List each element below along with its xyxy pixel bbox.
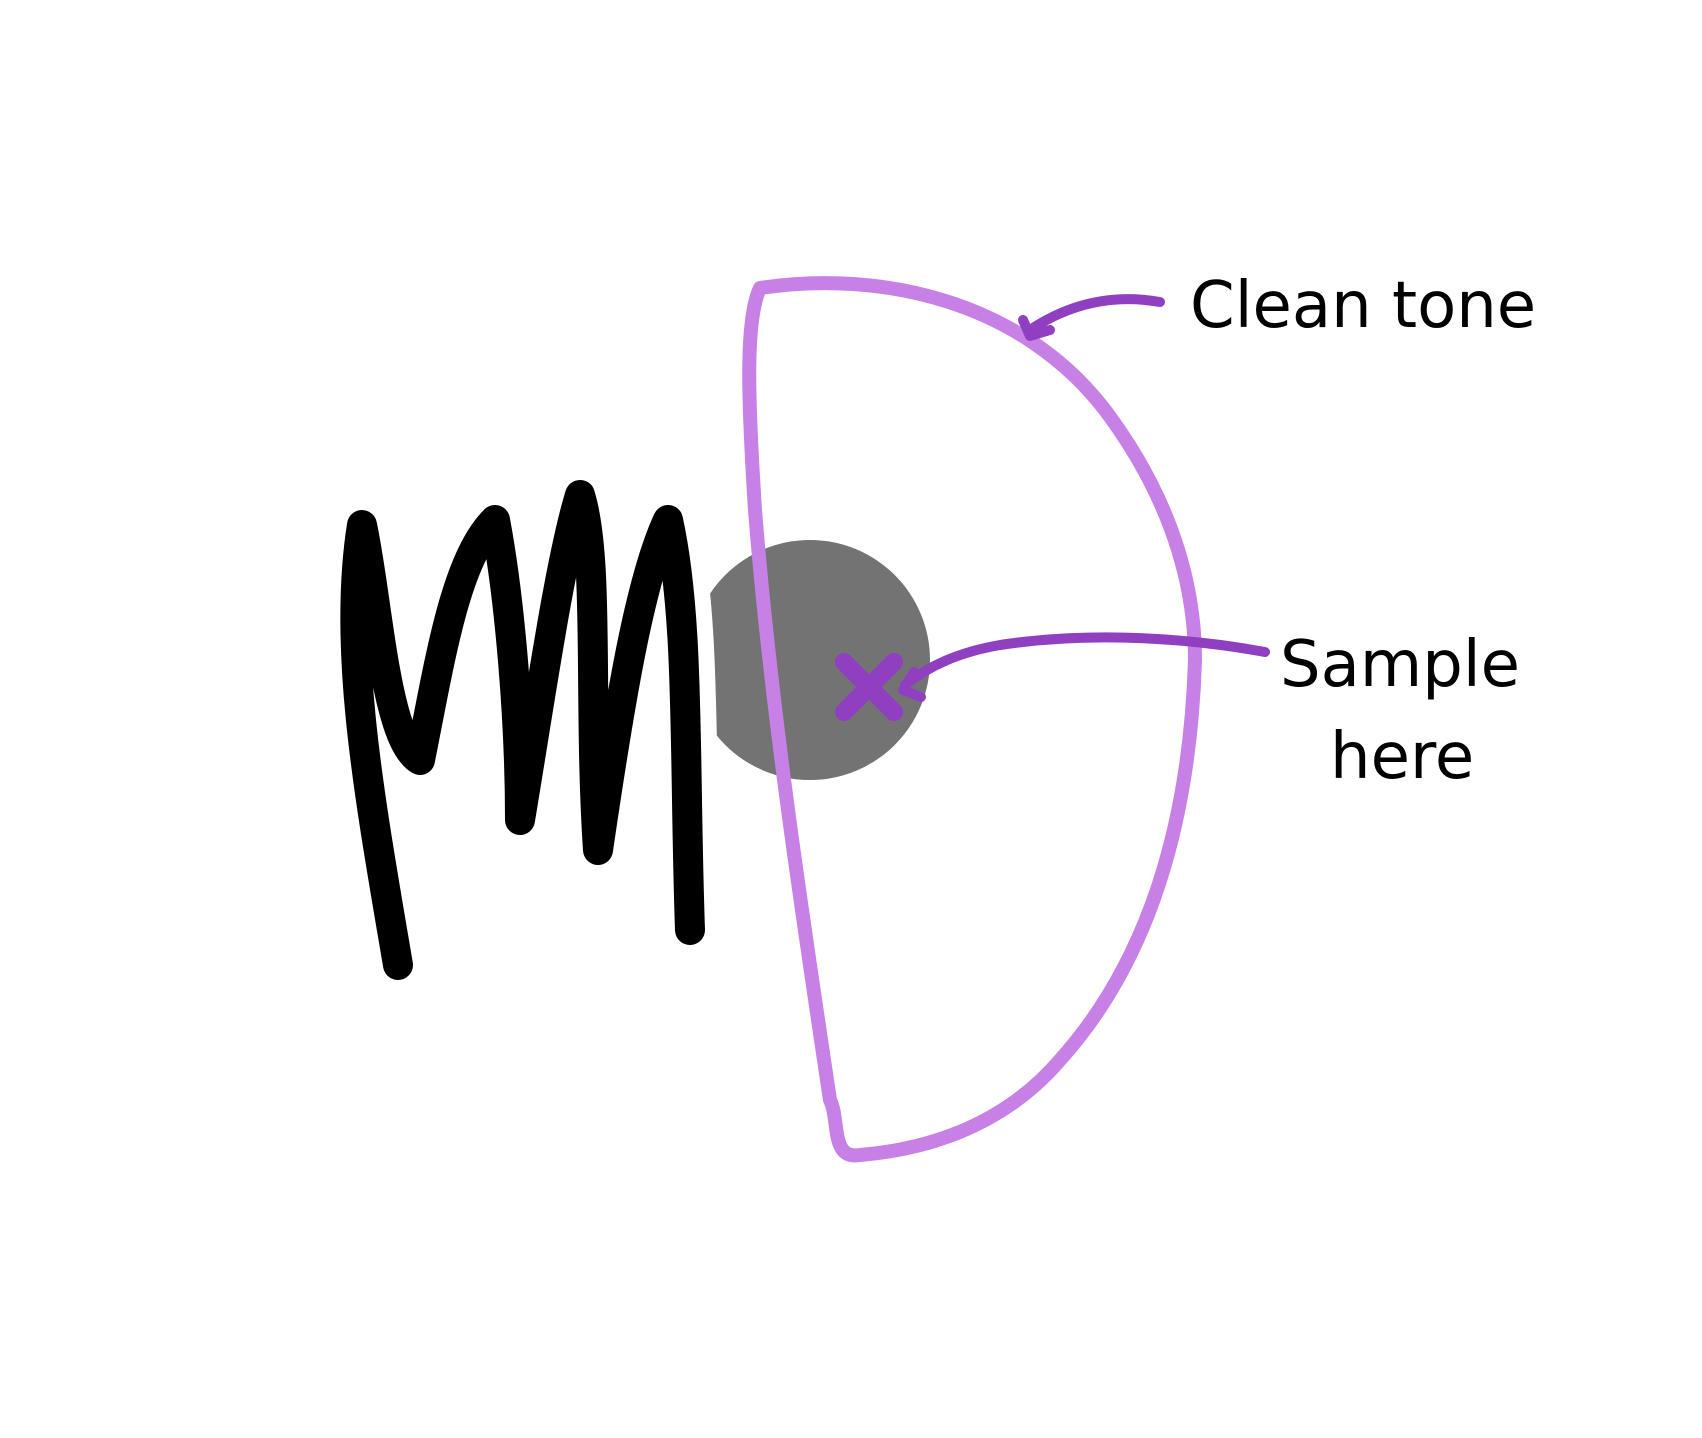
x-mark-icon [835, 653, 903, 721]
sample-arrow [898, 632, 1270, 702]
clean-tone-label: Clean tone [1190, 269, 1536, 343]
clean-tone-outline [742, 276, 1202, 1163]
clean-tone-arrow [1018, 294, 1165, 341]
sample-here-label-line1: Sample [1280, 628, 1520, 702]
sample-here-label-line2: here [1330, 720, 1474, 794]
ink-scribble [324, 464, 721, 996]
